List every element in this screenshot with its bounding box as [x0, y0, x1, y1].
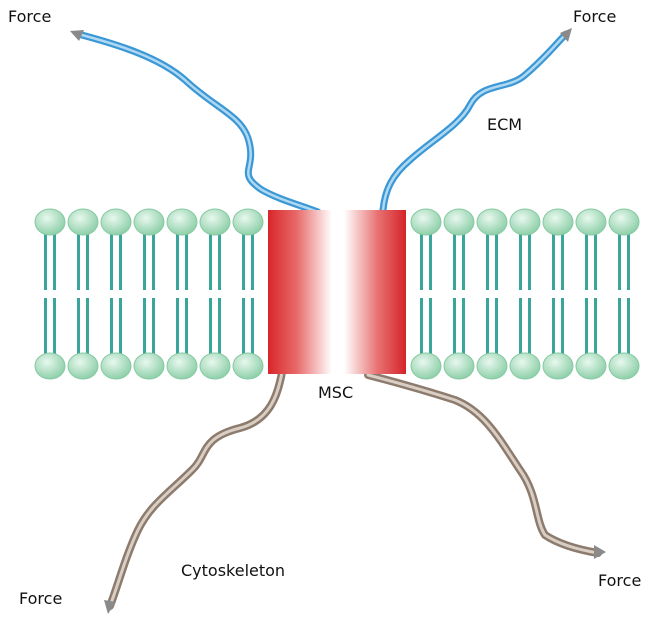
cytoskeleton-label: Cytoskeleton [181, 561, 285, 580]
lipid-molecule [232, 208, 264, 380]
lipid-molecule [410, 208, 442, 380]
lipid-molecule [67, 208, 99, 380]
msc-channel-right-half [344, 210, 406, 374]
lipid-bilayer-right [410, 208, 640, 380]
ecm-fibers [70, 28, 572, 216]
lipid-bilayer-left [34, 208, 264, 380]
ecm-fiber-left [74, 30, 322, 216]
msc-channel [268, 210, 406, 374]
ecm-label: ECM [487, 115, 522, 134]
lipid-molecule [509, 208, 541, 380]
lipid-molecule [542, 208, 574, 380]
lipid-molecule [476, 208, 508, 380]
ecm-fiber-right [379, 30, 570, 214]
lipid-molecule [133, 208, 165, 380]
arrow-head-icon [70, 30, 84, 41]
lipid-molecule [443, 208, 475, 380]
arrow-head-icon [594, 545, 606, 559]
lipid-molecule [608, 208, 640, 380]
msc-channel-left-half [268, 210, 332, 374]
force-label-top-right: Force [573, 7, 616, 26]
lipid-molecule [100, 208, 132, 380]
force-label-bottom-right: Force [598, 571, 641, 590]
force-label-bottom-left: Force [19, 589, 62, 608]
cytoskeleton-fibers [104, 368, 606, 614]
arrow-head-icon [104, 600, 116, 614]
force-label-top-left: Force [8, 7, 51, 26]
lipid-molecule [166, 208, 198, 380]
lipid-molecule [34, 208, 66, 380]
lipid-molecule [575, 208, 607, 380]
lipid-molecule [199, 208, 231, 380]
msc-label: MSC [318, 383, 353, 402]
cytoskeleton-fiber-right [364, 371, 602, 557]
arrow-head-icon [560, 28, 572, 42]
